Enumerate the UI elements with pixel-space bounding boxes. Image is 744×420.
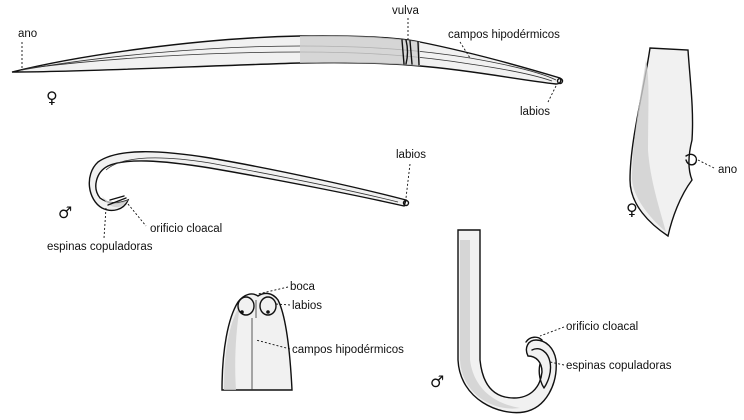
male-lips-label: labios xyxy=(396,149,426,161)
head-lips-label: labios xyxy=(292,300,322,312)
male-cloacal-orifice-label: orificio cloacal xyxy=(150,223,222,235)
female-worm xyxy=(12,36,563,84)
female-vulva-label: vulva xyxy=(392,5,419,17)
male-tail-detail xyxy=(458,230,556,413)
male-tail-symbol: ♂ xyxy=(430,372,444,391)
female-tail-anus-label: ano xyxy=(718,164,737,176)
female-hypodermic-fields-label: campos hipodérmicos xyxy=(448,29,560,41)
male-tail-copulatory-spines-label: espinas copuladoras xyxy=(566,360,672,372)
male-tail-cloacal-orifice-label: orificio cloacal xyxy=(566,321,638,333)
head-mouth-label: boca xyxy=(290,281,316,293)
head-detail xyxy=(222,293,292,390)
male-worm xyxy=(89,152,408,211)
female-symbol: ♀ xyxy=(46,88,58,107)
head-hypodermic-fields-label: campos hipodérmicos xyxy=(292,344,404,356)
male-copulatory-spines-label: espinas copuladoras xyxy=(47,241,153,253)
female-tail-symbol: ♀ xyxy=(626,200,638,219)
female-anus-label: ano xyxy=(18,28,37,40)
female-tail-detail xyxy=(630,48,696,236)
male-symbol: ♂ xyxy=(58,203,72,222)
female-lips-label: labios xyxy=(520,106,550,118)
